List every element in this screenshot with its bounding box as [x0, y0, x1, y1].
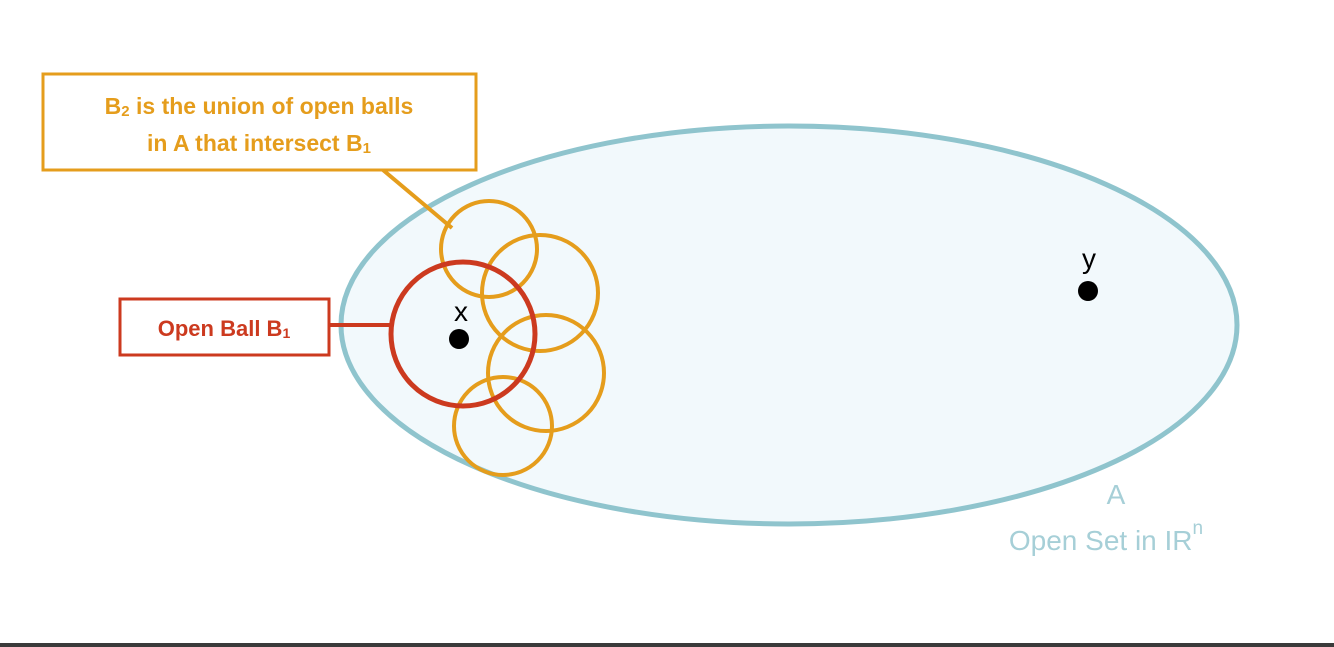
set-a-label: A [1107, 479, 1126, 510]
b2-label-line2: in A that intersect B1 [147, 130, 371, 157]
b1-label: Open Ball B1 [158, 316, 291, 341]
b2-connector-line [381, 168, 454, 230]
set-a-description: Open Set in IRn [1009, 518, 1203, 556]
b2-label-line2-sub: 1 [363, 140, 371, 157]
b2-label-b: B [105, 93, 122, 119]
point-y [1078, 281, 1098, 301]
b2-label-line1: B2 is the union of open balls [105, 93, 414, 120]
bottom-divider [0, 643, 1334, 647]
b2-label-rest: is the union of open balls [130, 93, 414, 119]
b2-label-line2-main: in A that intersect B [147, 130, 363, 156]
open-ball-b1 [388, 259, 538, 409]
set-a-desc-sup: n [1193, 518, 1204, 539]
b1-label-main: Open Ball B [158, 316, 283, 341]
b2-label-box [41, 72, 478, 172]
open-ball-b2-1 [439, 199, 539, 299]
open-balls-b2 [439, 199, 606, 477]
point-x [449, 329, 469, 349]
b1-label-box [118, 297, 331, 357]
open-ball-b2-3 [486, 313, 606, 433]
open-ball-b2-4 [452, 375, 554, 477]
set-a-desc-main: Open Set in IR [1009, 525, 1193, 556]
open-ball-b2-2 [480, 233, 600, 353]
point-x-label: x [454, 296, 468, 327]
b1-label-sub: 1 [282, 325, 290, 341]
b2-label-sub: 2 [121, 103, 129, 120]
point-y-label: y [1082, 243, 1096, 274]
